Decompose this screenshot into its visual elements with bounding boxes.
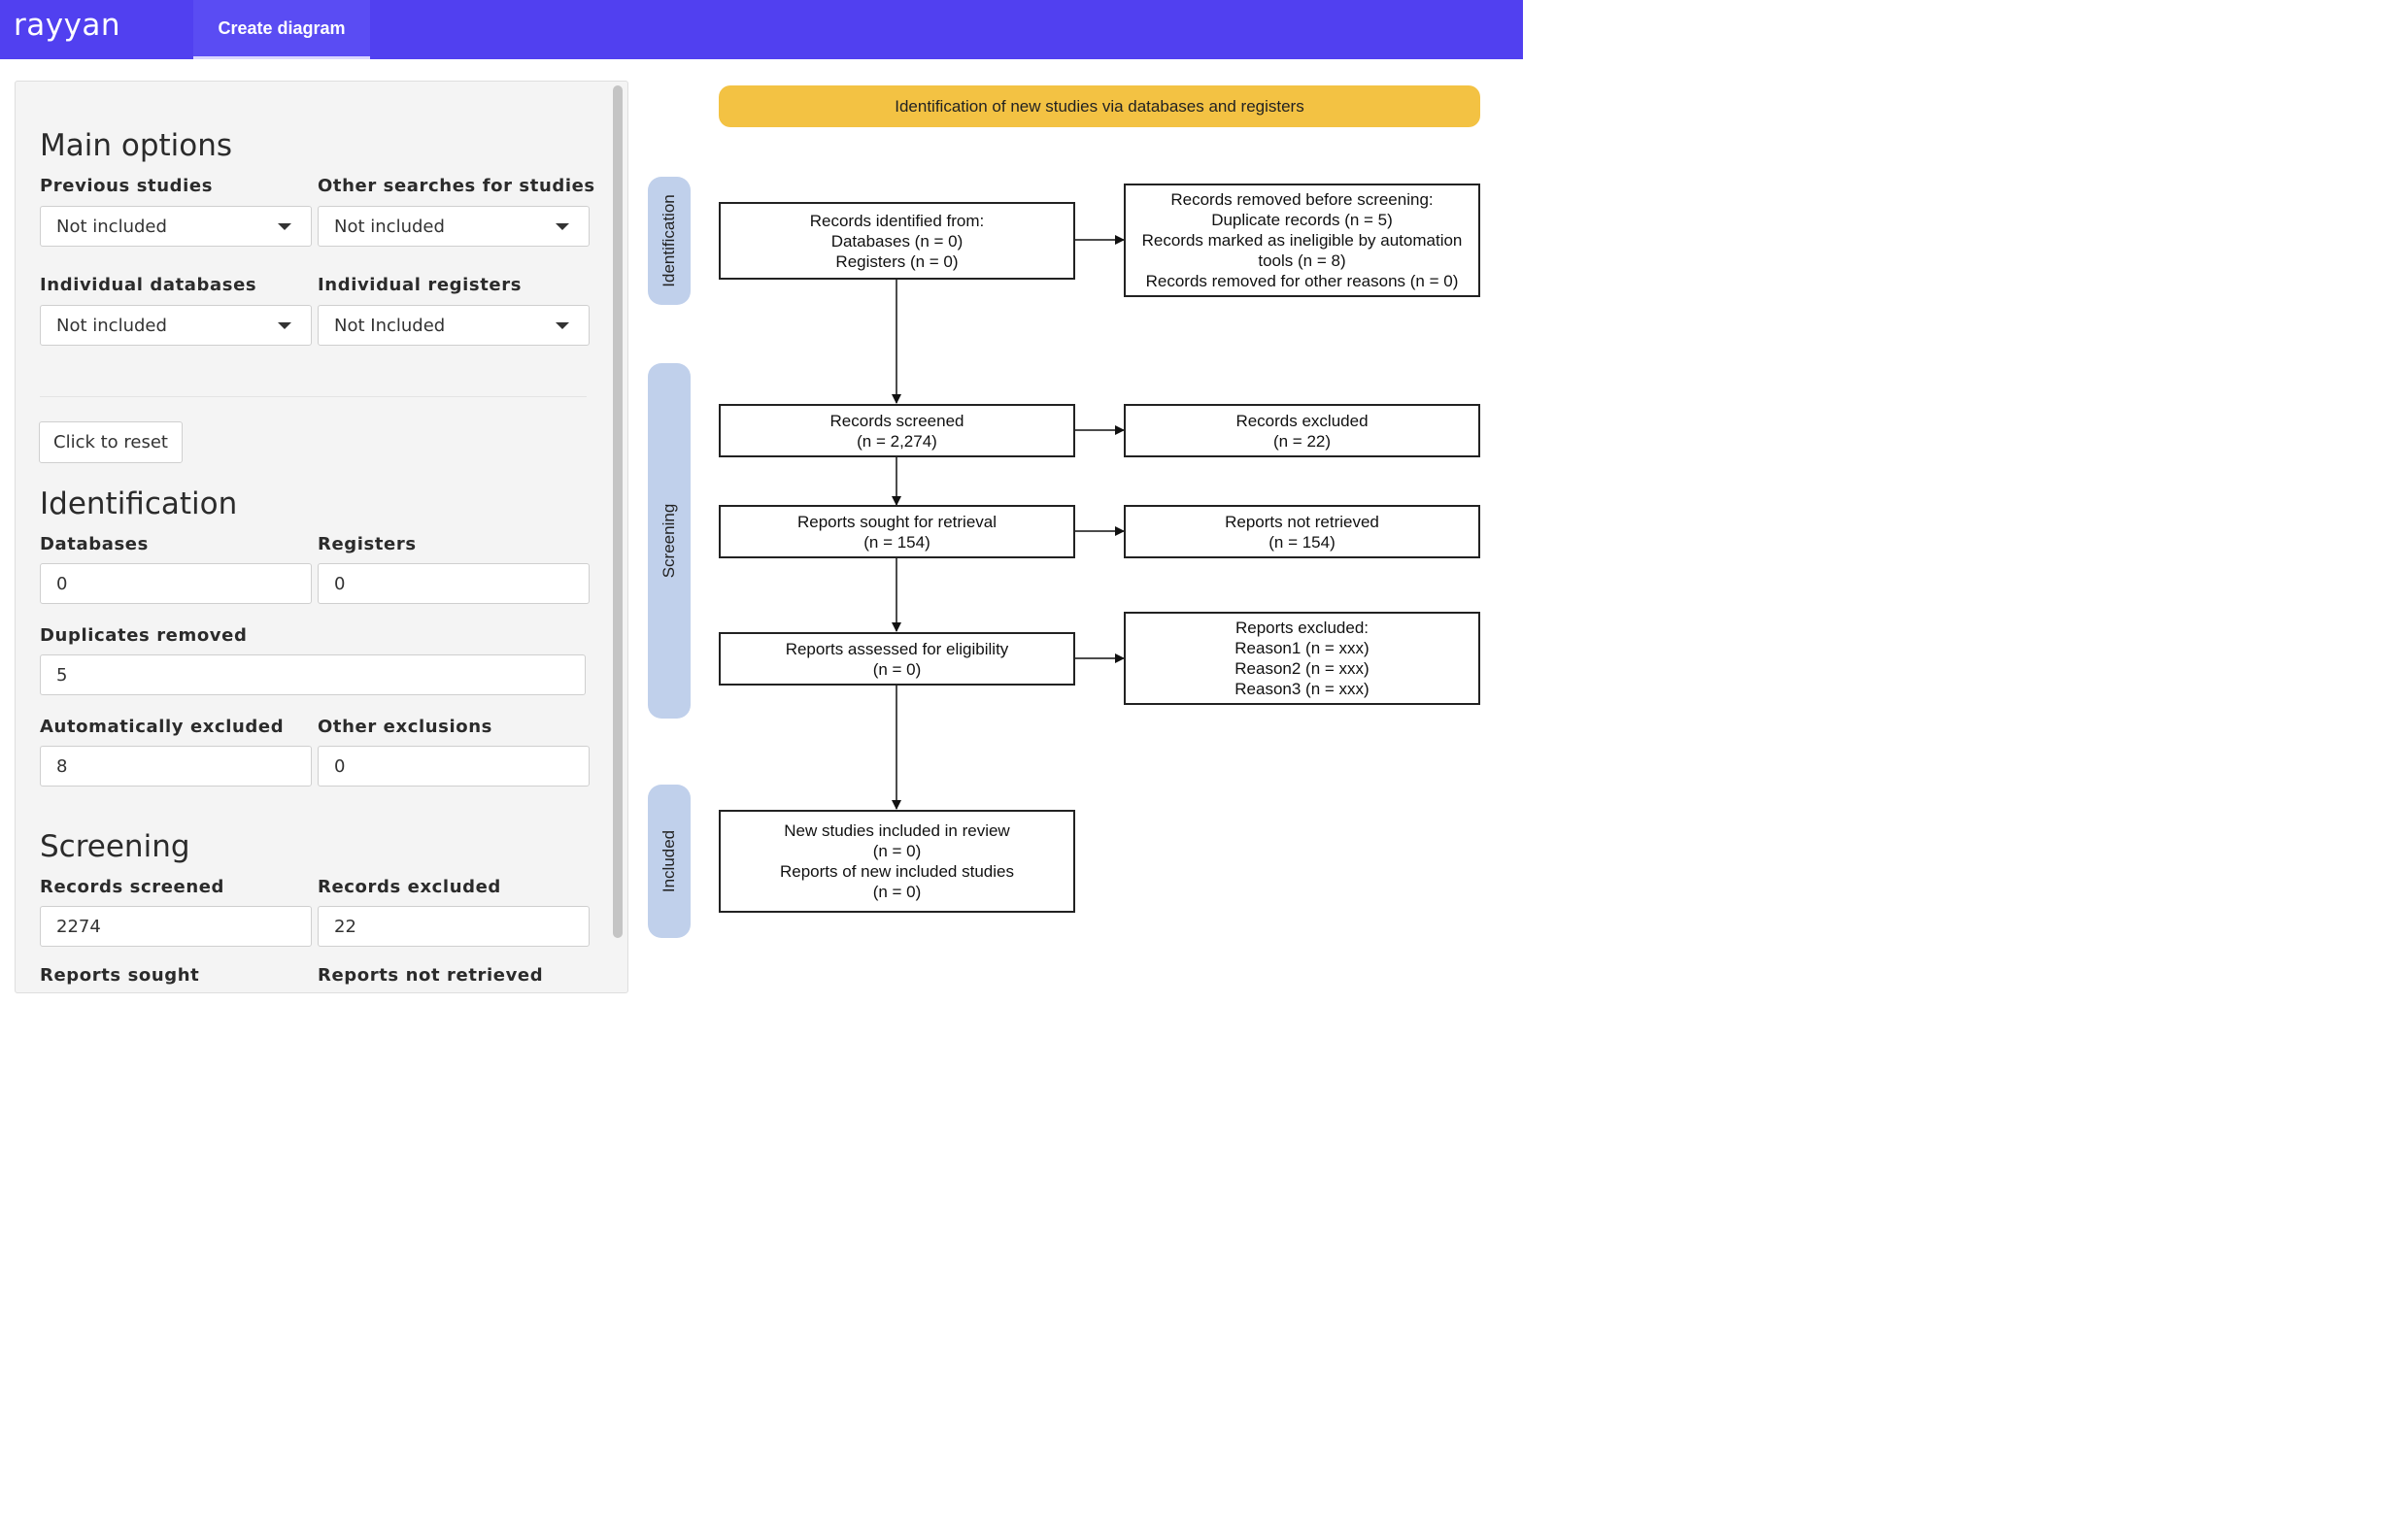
- records-excluded-label: Records excluded: [318, 877, 501, 897]
- records-excluded-input[interactable]: 22: [318, 906, 590, 947]
- box-line: (n = 0): [872, 659, 922, 679]
- chevron-down-icon: [556, 322, 569, 329]
- duplicates-removed-input[interactable]: 5: [40, 654, 586, 695]
- box-line: tools (n = 8): [1258, 251, 1346, 270]
- automatically-excluded-input[interactable]: 8: [40, 746, 312, 787]
- box-records-removed: Records removed before screening: Duplic…: [1124, 184, 1480, 297]
- diagram-banner: Identification of new studies via databa…: [719, 85, 1480, 127]
- databases-input[interactable]: 0: [40, 563, 312, 604]
- box-line: (n = 154): [1268, 532, 1336, 552]
- chevron-down-icon: [556, 223, 569, 230]
- box-line: (n = 0): [872, 883, 922, 901]
- box-line: (n = 154): [863, 532, 930, 552]
- box-line: Duplicate records (n = 5): [1211, 211, 1393, 229]
- duplicates-removed-label: Duplicates removed: [40, 625, 248, 646]
- box-line: Reports sought for retrieval: [796, 512, 998, 531]
- other-searches-value: Not included: [334, 216, 445, 237]
- records-screened-input[interactable]: 2274: [40, 906, 312, 947]
- previous-studies-value: Not included: [56, 216, 167, 237]
- box-line: Records marked as ineligible by automati…: [1141, 231, 1463, 250]
- registers-label: Registers: [318, 534, 417, 554]
- box-records-screened: Records screened (n = 2,274): [719, 404, 1075, 457]
- box-line: Reason1 (n = xxx): [1234, 639, 1370, 657]
- phase-identification: Identification: [648, 177, 691, 305]
- other-searches-label: Other searches for studies: [318, 176, 595, 196]
- chevron-down-icon: [278, 223, 291, 230]
- box-line: Records excluded: [1235, 411, 1369, 430]
- box-line: Reason2 (n = xxx): [1234, 659, 1370, 678]
- other-exclusions-input[interactable]: 0: [318, 746, 590, 787]
- box-line: Records removed for other reasons (n = 0…: [1145, 272, 1459, 290]
- box-line: (n = 2,274): [857, 431, 937, 451]
- flow-arrows: [892, 235, 1125, 810]
- individual-databases-value: Not included: [56, 315, 167, 336]
- box-line: Registers (n = 0): [835, 251, 959, 271]
- box-reports-not-retrieved: Reports not retrieved (n = 154): [1124, 505, 1480, 558]
- main-options-heading: Main options: [40, 128, 233, 163]
- box-records-excluded: Records excluded (n = 22): [1124, 404, 1480, 457]
- box-line: Records removed before screening:: [1170, 190, 1434, 209]
- previous-studies-select[interactable]: Not included: [40, 206, 312, 247]
- individual-databases-label: Individual databases: [40, 275, 257, 295]
- chevron-down-icon: [278, 322, 291, 329]
- individual-databases-select[interactable]: Not included: [40, 305, 312, 346]
- box-studies-included: New studies included in review (n = 0) R…: [719, 810, 1075, 913]
- panel-scrollbar[interactable]: [613, 85, 623, 938]
- screening-heading: Screening: [40, 829, 190, 864]
- records-screened-label: Records screened: [40, 877, 225, 897]
- box-reports-excluded: Reports excluded: Reason1 (n = xxx) Reas…: [1124, 612, 1480, 705]
- box-line: Reason3 (n = xxx): [1234, 680, 1370, 698]
- other-exclusions-label: Other exclusions: [318, 717, 492, 737]
- box-line: (n = 22): [1272, 431, 1332, 451]
- reports-not-retrieved-label: Reports not retrieved: [318, 965, 544, 986]
- box-line: Databases (n = 0): [830, 231, 964, 251]
- box-reports-sought: Reports sought for retrieval (n = 154): [719, 505, 1075, 558]
- reset-button[interactable]: Click to reset: [39, 421, 183, 463]
- individual-registers-select[interactable]: Not Included: [318, 305, 590, 346]
- phase-screening: Screening: [648, 363, 691, 719]
- rayyan-logo[interactable]: rayyan: [14, 8, 121, 43]
- box-line: Records screened: [829, 411, 964, 430]
- box-line: Reports not retrieved: [1225, 512, 1379, 531]
- box-line: Records identified from:: [809, 211, 985, 230]
- box-records-identified: Records identified from: Databases (n = …: [719, 202, 1075, 280]
- box-line: New studies included in review: [784, 821, 1010, 840]
- automatically-excluded-label: Automatically excluded: [40, 717, 285, 737]
- databases-label: Databases: [40, 534, 149, 554]
- box-line: Reports assessed for eligibility: [785, 639, 1009, 658]
- identification-heading: Identification: [40, 486, 238, 521]
- top-navbar: rayyan Create diagram: [0, 0, 1523, 59]
- box-reports-assessed: Reports assessed for eligibility (n = 0): [719, 632, 1075, 686]
- box-line: (n = 0): [872, 842, 922, 860]
- section-divider: [40, 396, 587, 397]
- box-line: Reports of new included studies: [780, 862, 1014, 881]
- individual-registers-label: Individual registers: [318, 275, 523, 295]
- phase-included: Included: [648, 785, 691, 938]
- registers-input[interactable]: 0: [318, 563, 590, 604]
- box-line: Reports excluded:: [1234, 619, 1370, 637]
- tab-create-diagram[interactable]: Create diagram: [193, 0, 370, 59]
- previous-studies-label: Previous studies: [40, 176, 214, 196]
- reports-sought-label: Reports sought: [40, 965, 200, 986]
- individual-registers-value: Not Included: [334, 315, 446, 336]
- other-searches-select[interactable]: Not included: [318, 206, 590, 247]
